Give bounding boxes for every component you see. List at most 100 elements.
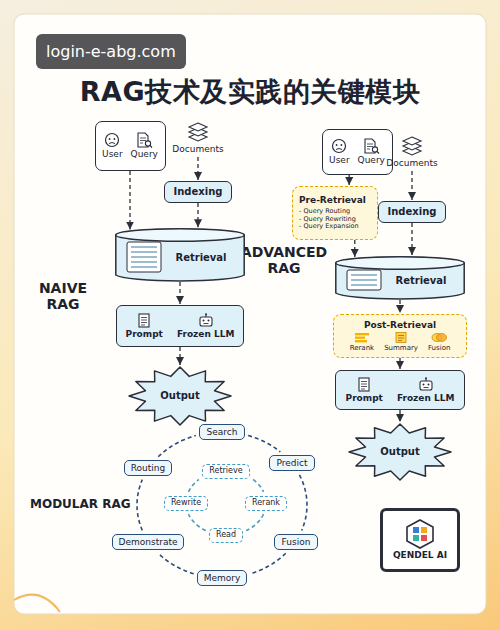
node-item: Rerank: [252, 498, 280, 507]
node-text: Output: [380, 446, 419, 458]
node-item: Prompt: [346, 377, 383, 403]
node-item: Fusion: [282, 537, 311, 547]
node-item: - Query Routing: [299, 208, 350, 215]
module-box: Fusion: [274, 534, 318, 550]
node-text: Retrieve: [209, 466, 242, 475]
prompt-llm-box: Prompt Frozen LLM: [116, 305, 244, 347]
node-text: - Query Routing: [299, 208, 350, 215]
node-text: Frozen LLM: [397, 393, 455, 403]
eye: [336, 144, 338, 146]
node-item: Output: [160, 390, 199, 402]
documents-icon: Documents: [170, 119, 227, 157]
face-icon: [103, 132, 121, 148]
stack-icon: [401, 135, 423, 157]
layer: [189, 123, 207, 131]
flow-arrow: [411, 171, 412, 200]
module-box: Routing: [124, 460, 172, 476]
server-line: [351, 284, 377, 285]
prompt-llm-box: PromptFrozen LLM: [335, 370, 465, 410]
core-module-box: Rewrite: [164, 496, 208, 511]
node-text: QENDEL AI: [393, 550, 447, 560]
page-lines: [141, 317, 147, 325]
server-line: [131, 251, 157, 252]
flow-arrow: [399, 358, 400, 369]
ring-connector: [246, 514, 263, 531]
doc-icon: [362, 138, 380, 154]
node-item: Retrieval: [395, 275, 446, 287]
node-text: Frozen LLM: [177, 329, 235, 339]
node-body: Indexing: [174, 186, 223, 198]
logo-tile: [421, 535, 427, 541]
summary-icon: [392, 332, 410, 343]
ring-connector: [248, 436, 280, 452]
eye: [207, 319, 209, 321]
node-item: User: [329, 138, 350, 165]
mouth: [336, 149, 342, 150]
node-item: Memory: [204, 573, 241, 583]
documents-icon: Documents: [384, 133, 441, 171]
output-burst: Output: [128, 366, 232, 426]
node-body: Routing: [131, 463, 166, 473]
server-line: [131, 261, 157, 262]
doc2-icon: [356, 377, 372, 392]
node-item: Retrieval: [175, 252, 226, 264]
server-line: [131, 246, 157, 247]
server-line: [131, 266, 157, 267]
magnifier-handle: [150, 146, 152, 148]
node-item: Documents: [386, 135, 437, 168]
bar: [355, 333, 369, 335]
retrieval-database: Retrieval: [115, 228, 245, 282]
node-item: Query: [131, 132, 158, 159]
node-text: Rerank: [252, 498, 280, 507]
pre-retrieval-box: Pre-Retrieval- Query Routing- Query Rewr…: [292, 186, 378, 240]
node-body: UserQuery: [329, 138, 385, 165]
node-item: Documents: [172, 121, 223, 154]
section-label: MODULAR RAG: [30, 497, 131, 511]
eye: [422, 383, 424, 385]
page-lines: [367, 144, 373, 149]
node-text: Search: [207, 427, 238, 437]
flow-arrow: [179, 347, 180, 365]
node-body: Search: [207, 427, 238, 437]
head: [420, 381, 432, 390]
server-panel: [347, 270, 381, 290]
node-body: Retrieval: [175, 252, 226, 264]
node-item: Retrieve: [209, 466, 242, 475]
page: [359, 378, 369, 391]
mouth: [203, 323, 208, 324]
indexing-box: Indexing: [164, 181, 232, 203]
watermark: login-e-abg.com: [36, 34, 186, 69]
node-body: User Query: [102, 132, 158, 159]
node-text: Fusion: [282, 537, 311, 547]
node-item: QENDEL AI: [393, 519, 447, 560]
ring-connector: [188, 514, 205, 531]
core-module-box: Rerank: [245, 496, 287, 511]
server-line: [351, 274, 377, 275]
fusion-icon: [430, 332, 448, 343]
burst-outline: [349, 424, 451, 480]
node-text: Documents: [172, 144, 223, 154]
node-body: Output: [160, 390, 199, 402]
node-body: Indexing: [388, 206, 437, 218]
bar: [355, 337, 365, 339]
flow-arrow: [179, 282, 180, 304]
node-text: User: [102, 149, 123, 159]
flow-arrow: [399, 410, 400, 422]
node-body: Predict: [277, 458, 308, 468]
face-icon: [330, 138, 348, 154]
node-text: Memory: [204, 573, 241, 583]
node-body: Read: [216, 530, 236, 539]
node-text: Prompt: [126, 329, 163, 339]
node-text: Fusion: [428, 344, 450, 352]
user-query-box: User Query: [95, 121, 166, 171]
ring-connector: [158, 553, 193, 574]
node-item: Demonstrate: [119, 537, 178, 547]
node-text: Rewrite: [171, 498, 201, 507]
node-text: Query: [358, 155, 385, 165]
node-item: Indexing: [388, 206, 437, 218]
core-module-box: Retrieve: [202, 464, 250, 479]
node-text: Documents: [386, 158, 437, 168]
title: RAG技术及实践的关键模块: [0, 74, 500, 110]
sheet: [396, 333, 406, 343]
face: [333, 140, 346, 153]
